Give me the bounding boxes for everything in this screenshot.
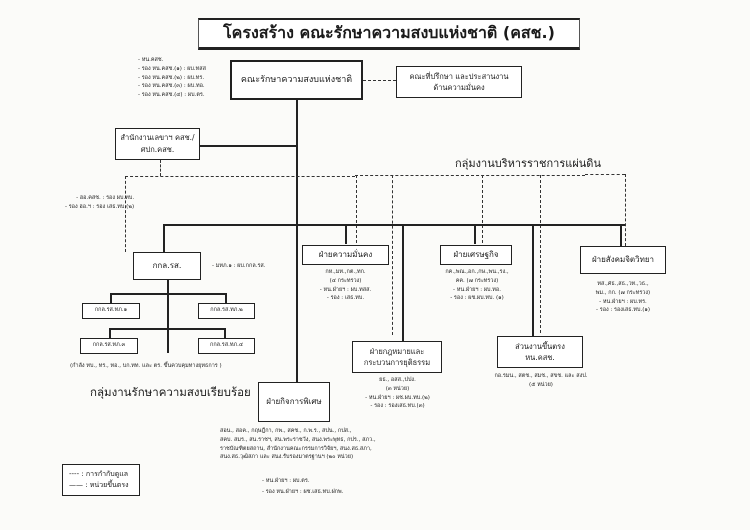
kokol-box: กกล.รส.	[133, 252, 201, 280]
kokol-sub-2: กกล.รส.ทภ.๒	[198, 303, 255, 319]
advisory-box: คณะที่ปรึกษา และประสานงาน ด้านความมั่นคง	[396, 66, 522, 98]
legal-line1: ฝ่ายกฎหมายและ	[369, 346, 425, 356]
direct-line1: ส่วนงานขึ้นตรง	[515, 341, 565, 351]
note-line: - รอง ฮอ.ฯ : รอง เสธ.ทบ.(๒)	[65, 203, 135, 210]
kokol-footnote: (กำลัง ทบ., ทร., ทอ., บก.ทท. และ ตร. ขึ้…	[70, 363, 222, 369]
note-line: - หน.คสช.	[138, 57, 164, 63]
kokol-sub-label: กกล.รส.ทภ.๑	[94, 307, 128, 314]
note-line: - หน.ฝ่ายฯ : ผบ.ตร.	[262, 478, 310, 484]
note-line: (๕ หน่วย)	[529, 381, 553, 388]
secretariat-head-notes: - ฮอ.คสช. : รอง ผบ.ทบ. - รอง ฮอ.ฯ : รอง …	[65, 194, 134, 212]
note-line: - รอง : ผช.ผบ.ทบ. (๑)	[450, 295, 504, 302]
note-line: - หน.ฝ่ายฯ : ผบ.ทสส.	[319, 286, 372, 293]
note-line: - หน.ฝ่ายฯ : ผบ.ทอ.	[453, 286, 501, 293]
note-line: สคบ. สมร., สน.ราชฯ, สน.พระราชวัง, สนง.พร…	[220, 436, 376, 443]
economic-notes: กค.,พณ.,อก.,กษ.,พน.,รง., คค. (๗ กระทรวง)…	[436, 268, 518, 303]
chart-title: โครงสร้าง คณะรักษาความสงบแห่งชาติ (คสช.)	[198, 18, 580, 50]
note-line: กอ.รมน., สตช., สมช., สขช. และ สงป.	[494, 373, 588, 379]
special-affairs-leads: - หน.ฝ่ายฯ : ผบ.ตร. - รอง หน.ฝ่ายฯ : ผช.…	[262, 476, 343, 498]
security-label: ฝ่ายความมั่นคง	[318, 250, 373, 260]
note-line: - หน.ฝ่ายฯ : ผช.ผบ.ทบ.(๒)	[365, 394, 430, 401]
note-line: สอน., สอค., กฤษฎีกา, กพ., สคช., ก.พ.ร., …	[220, 428, 352, 434]
note-line: กค.,พณ.,อก.,กษ.,พน.,รง.,	[445, 269, 509, 275]
peacekeeping-group-label: กลุ่มงานรักษาความสงบเรียบร้อย	[90, 385, 251, 399]
security-box: ฝ่ายความมั่นคง	[302, 245, 389, 265]
kokol-sub-3: กกล.รส.ทภ.๓	[80, 338, 138, 354]
note-line: ทส.,ศธ.,สธ.,วท.,วธ.,	[597, 281, 649, 287]
note-line: - รอง : รองเสธ.ทบ.(๑)	[596, 307, 650, 314]
note-line: คค. (๗ กระทรวง)	[455, 277, 499, 284]
legend: ---- : การกำกับดูแล —— : หน่วยขึ้นตรง	[62, 464, 140, 496]
note-line: (๓ หน่วย)	[385, 385, 410, 392]
security-notes: กห.,มท.,กต.,ทก. (๔ กระทรวง) - หน.ฝ่ายฯ :…	[308, 268, 383, 303]
secretariat-line1: สำนักงานเลขาฯ คสช./	[120, 133, 195, 142]
social-box: ฝ่ายสังคมจิตวิทยา	[580, 246, 666, 274]
social-notes: ทส.,ศธ.,สธ.,วท.,วธ., พม., กก. (๗ กระทรวง…	[578, 280, 668, 315]
special-affairs-units: สอน., สอค., กฤษฎีกา, กพ., สคช., ก.พ.ร., …	[220, 427, 376, 462]
council-leadership-notes: - หน.คสช. - รอง หน.คสช.(๑) : ผบ.ทสส - รอ…	[138, 56, 206, 100]
note-line: - รอง หน.คสช.(๒) : ผบ.ทร.	[138, 74, 205, 81]
note-line: - รอง หน.คสช.(๑) : ผบ.ทสส	[138, 65, 207, 72]
note-line: สนง.สธ.วุฒิสภา และ สนง.รับรองมาตรฐานฯ (๒…	[220, 454, 354, 461]
secretariat-line2: ศปก.คสช.	[140, 145, 175, 154]
kokol-commander-note: - มทภ.๑ : ผบ.กกล.รส.	[212, 263, 266, 269]
note-line: - รอง หน.คสช.(๔) : ผบ.ตร.	[138, 92, 205, 99]
note-line: - รอง หน.ฝ่ายฯ : ผช.เสธ.ทบ.ฝกพ.	[262, 489, 344, 495]
legal-box: ฝ่ายกฎหมายและ กระบวนการยุติธรรม	[352, 341, 442, 373]
economic-label: ฝ่ายเศรษฐกิจ	[453, 250, 499, 260]
kokol-label: กกล.รส.	[152, 261, 182, 271]
direct-units-box: ส่วนงานขึ้นตรง หน.คสช.	[497, 336, 583, 368]
economic-box: ฝ่ายเศรษฐกิจ	[440, 245, 512, 265]
direct-line2: หน.คสช.	[525, 353, 555, 362]
kokol-sub-label: กกล.รส.ทภ.๓	[92, 342, 126, 349]
note-line: ราชบัณฑิตยสถาน, สำนักงานคณะกรรมการวิจัยฯ…	[220, 445, 372, 452]
main-trunk-line	[296, 100, 298, 382]
advisory-line1: คณะที่ปรึกษา และประสานงาน	[409, 71, 509, 81]
kokol-sub-label: กกล.รส.ทภ.๒	[210, 307, 243, 314]
note-line: - รอง : รองเสธ.ทบ.(๓)	[370, 403, 425, 410]
legend-dashed: ---- : การกำกับดูแล	[69, 469, 129, 478]
note-line: (๔ กระทรวง)	[329, 277, 362, 284]
note-line: กห.,มท.,กต.,ทก.	[325, 269, 366, 275]
legal-notes: ยธ., อสส.,ปปง. (๓ หน่วย) - หน.ฝ่ายฯ : ผช…	[350, 376, 445, 411]
admin-group-label: กลุ่มงานบริหารราชการแผ่นดิน	[455, 157, 601, 170]
legal-line2: กระบวนการยุติธรรม	[363, 358, 431, 367]
note-line: - รอง หน.คสช.(๓) : ผบ.ทอ.	[138, 83, 205, 90]
kokol-sub-4: กกล.รส.ทภ.๔	[198, 338, 255, 354]
special-label: ฝ่ายกิจการพิเศษ	[266, 397, 322, 407]
note-line: - รอง : เสธ.ทบ.	[326, 295, 365, 302]
kokol-sub-1: กกล.รส.ทภ.๑	[82, 303, 140, 319]
advisory-line2: ด้านความมั่นคง	[433, 83, 485, 92]
council-box: คณะรักษาความสงบแห่งชาติ	[230, 60, 363, 100]
legend-solid: —— : หน่วยขึ้นตรง	[69, 481, 129, 489]
council-label: คณะรักษาความสงบแห่งชาติ	[240, 74, 353, 85]
secretariat-box: สำนักงานเลขาฯ คสช./ ศปก.คสช.	[115, 128, 200, 160]
social-label: ฝ่ายสังคมจิตวิทยา	[591, 255, 655, 265]
note-line: - ฮอ.คสช. : รอง ผบ.ทบ.	[76, 195, 135, 201]
kokol-sub-label: กกล.รส.ทภ.๔	[210, 342, 243, 349]
special-affairs-box: ฝ่ายกิจการพิเศษ	[258, 382, 330, 422]
note-line: - หน.ฝ่ายฯ : ผบ.ทร.	[599, 298, 647, 305]
note-line: ยธ., อสส.,ปปง.	[379, 377, 416, 383]
note-line: พม., กก. (๗ กระทรวง)	[595, 289, 651, 296]
direct-units-notes: กอ.รมน., สตช., สมช., สขช. และ สงป. (๕ หน…	[482, 372, 600, 390]
